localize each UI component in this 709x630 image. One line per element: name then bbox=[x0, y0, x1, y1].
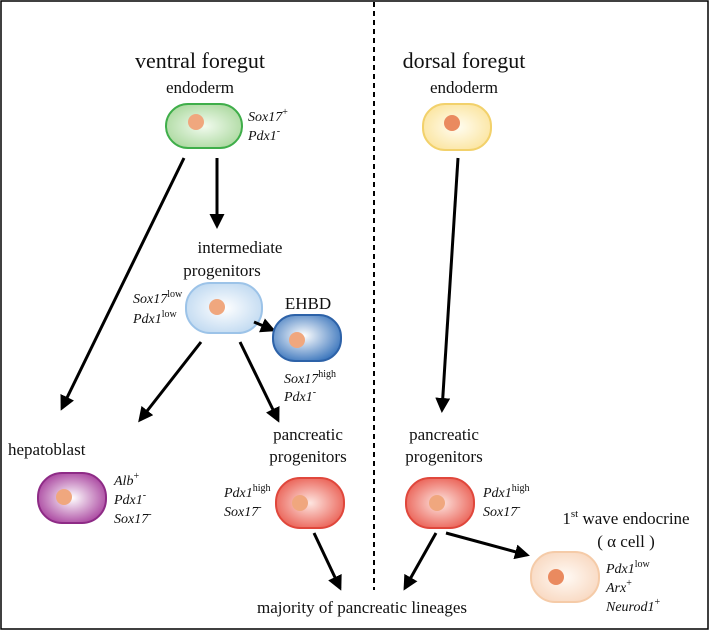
ventral-endoderm-cell bbox=[165, 103, 243, 149]
endocrine-marker-neurod1: Neurod1+ bbox=[605, 597, 660, 615]
arrow-dorsal-to-pancreatic bbox=[435, 157, 460, 413]
ehbd-label: EHBD bbox=[285, 294, 331, 313]
endocrine-nucleus bbox=[548, 569, 564, 585]
intermediate-label-line2: progenitors bbox=[183, 261, 260, 280]
pancreatic-left-marker-sox17: Sox17- bbox=[224, 502, 262, 520]
ventral-marker-sox17: Sox17+ bbox=[248, 107, 288, 125]
footer-label: majority of pancreatic lineages bbox=[257, 598, 467, 617]
ventral-subtitle: endoderm bbox=[166, 78, 234, 97]
pancreatic-left-cell bbox=[275, 477, 345, 529]
pancreatic-right-nucleus bbox=[429, 495, 445, 511]
arrow-ventral-to-hepatoblast bbox=[60, 157, 186, 411]
endocrine-cell bbox=[530, 551, 600, 603]
dorsal-nucleus bbox=[444, 115, 460, 131]
pancreatic-left-marker-pdx1: Pdx1high bbox=[223, 483, 271, 501]
pancreatic-right-label-line1: pancreatic bbox=[409, 425, 479, 444]
endocrine-marker-arx: Arx+ bbox=[605, 578, 632, 596]
endocrine-label-line1: 1st wave endocrine bbox=[562, 508, 689, 528]
arrow-intermediate-to-ehbd bbox=[253, 318, 276, 333]
intermediate-label-line1: intermediate bbox=[198, 238, 283, 257]
pancreatic-left-label-line2: progenitors bbox=[269, 447, 346, 466]
ventral-title: ventral foregut bbox=[135, 48, 265, 73]
pancreatic-left-nucleus bbox=[292, 495, 308, 511]
ehbd-nucleus bbox=[289, 332, 305, 348]
hepatoblast-marker-alb: Alb+ bbox=[113, 471, 139, 489]
intermediate-marker-sox17: Sox17low bbox=[133, 289, 183, 307]
arrow-intermediate-to-hepatoblast bbox=[138, 341, 203, 423]
ventral-nucleus bbox=[188, 114, 204, 130]
dorsal-subtitle: endoderm bbox=[430, 78, 498, 97]
pancreatic-left-label-line1: pancreatic bbox=[273, 425, 343, 444]
ehbd-marker-sox17: Sox17high bbox=[284, 369, 336, 387]
intermediate-marker-pdx1: Pdx1low bbox=[132, 309, 178, 327]
pancreatic-right-marker-pdx1: Pdx1high bbox=[482, 483, 530, 501]
hepatoblast-marker-pdx1: Pdx1- bbox=[113, 490, 146, 508]
arrow-pancreatic-right-to-endocrine bbox=[445, 531, 530, 560]
endocrine-marker-pdx1: Pdx1low bbox=[605, 559, 651, 577]
intermediate-nucleus bbox=[209, 299, 225, 315]
hepatoblast-marker-sox17: Sox17- bbox=[114, 509, 152, 527]
arrow-intermediate-to-pancreatic bbox=[238, 341, 280, 423]
hepatoblast-cell bbox=[37, 472, 107, 524]
pancreatic-right-marker-sox17: Sox17- bbox=[483, 502, 521, 520]
ehbd-cell bbox=[272, 314, 342, 362]
pancreatic-right-label-line2: progenitors bbox=[405, 447, 482, 466]
arrow-pancreatic-right-to-majority bbox=[403, 532, 438, 591]
hepatoblast-nucleus bbox=[56, 489, 72, 505]
hepatoblast-label: hepatoblast bbox=[8, 440, 86, 459]
endocrine-label-line2: ( α cell ) bbox=[597, 532, 655, 551]
dorsal-title: dorsal foregut bbox=[403, 48, 526, 73]
ventral-marker-pdx1: Pdx1- bbox=[247, 126, 280, 144]
arrow-pancreatic-left-to-majority bbox=[312, 532, 342, 591]
ehbd-marker-pdx1: Pdx1- bbox=[283, 387, 316, 405]
